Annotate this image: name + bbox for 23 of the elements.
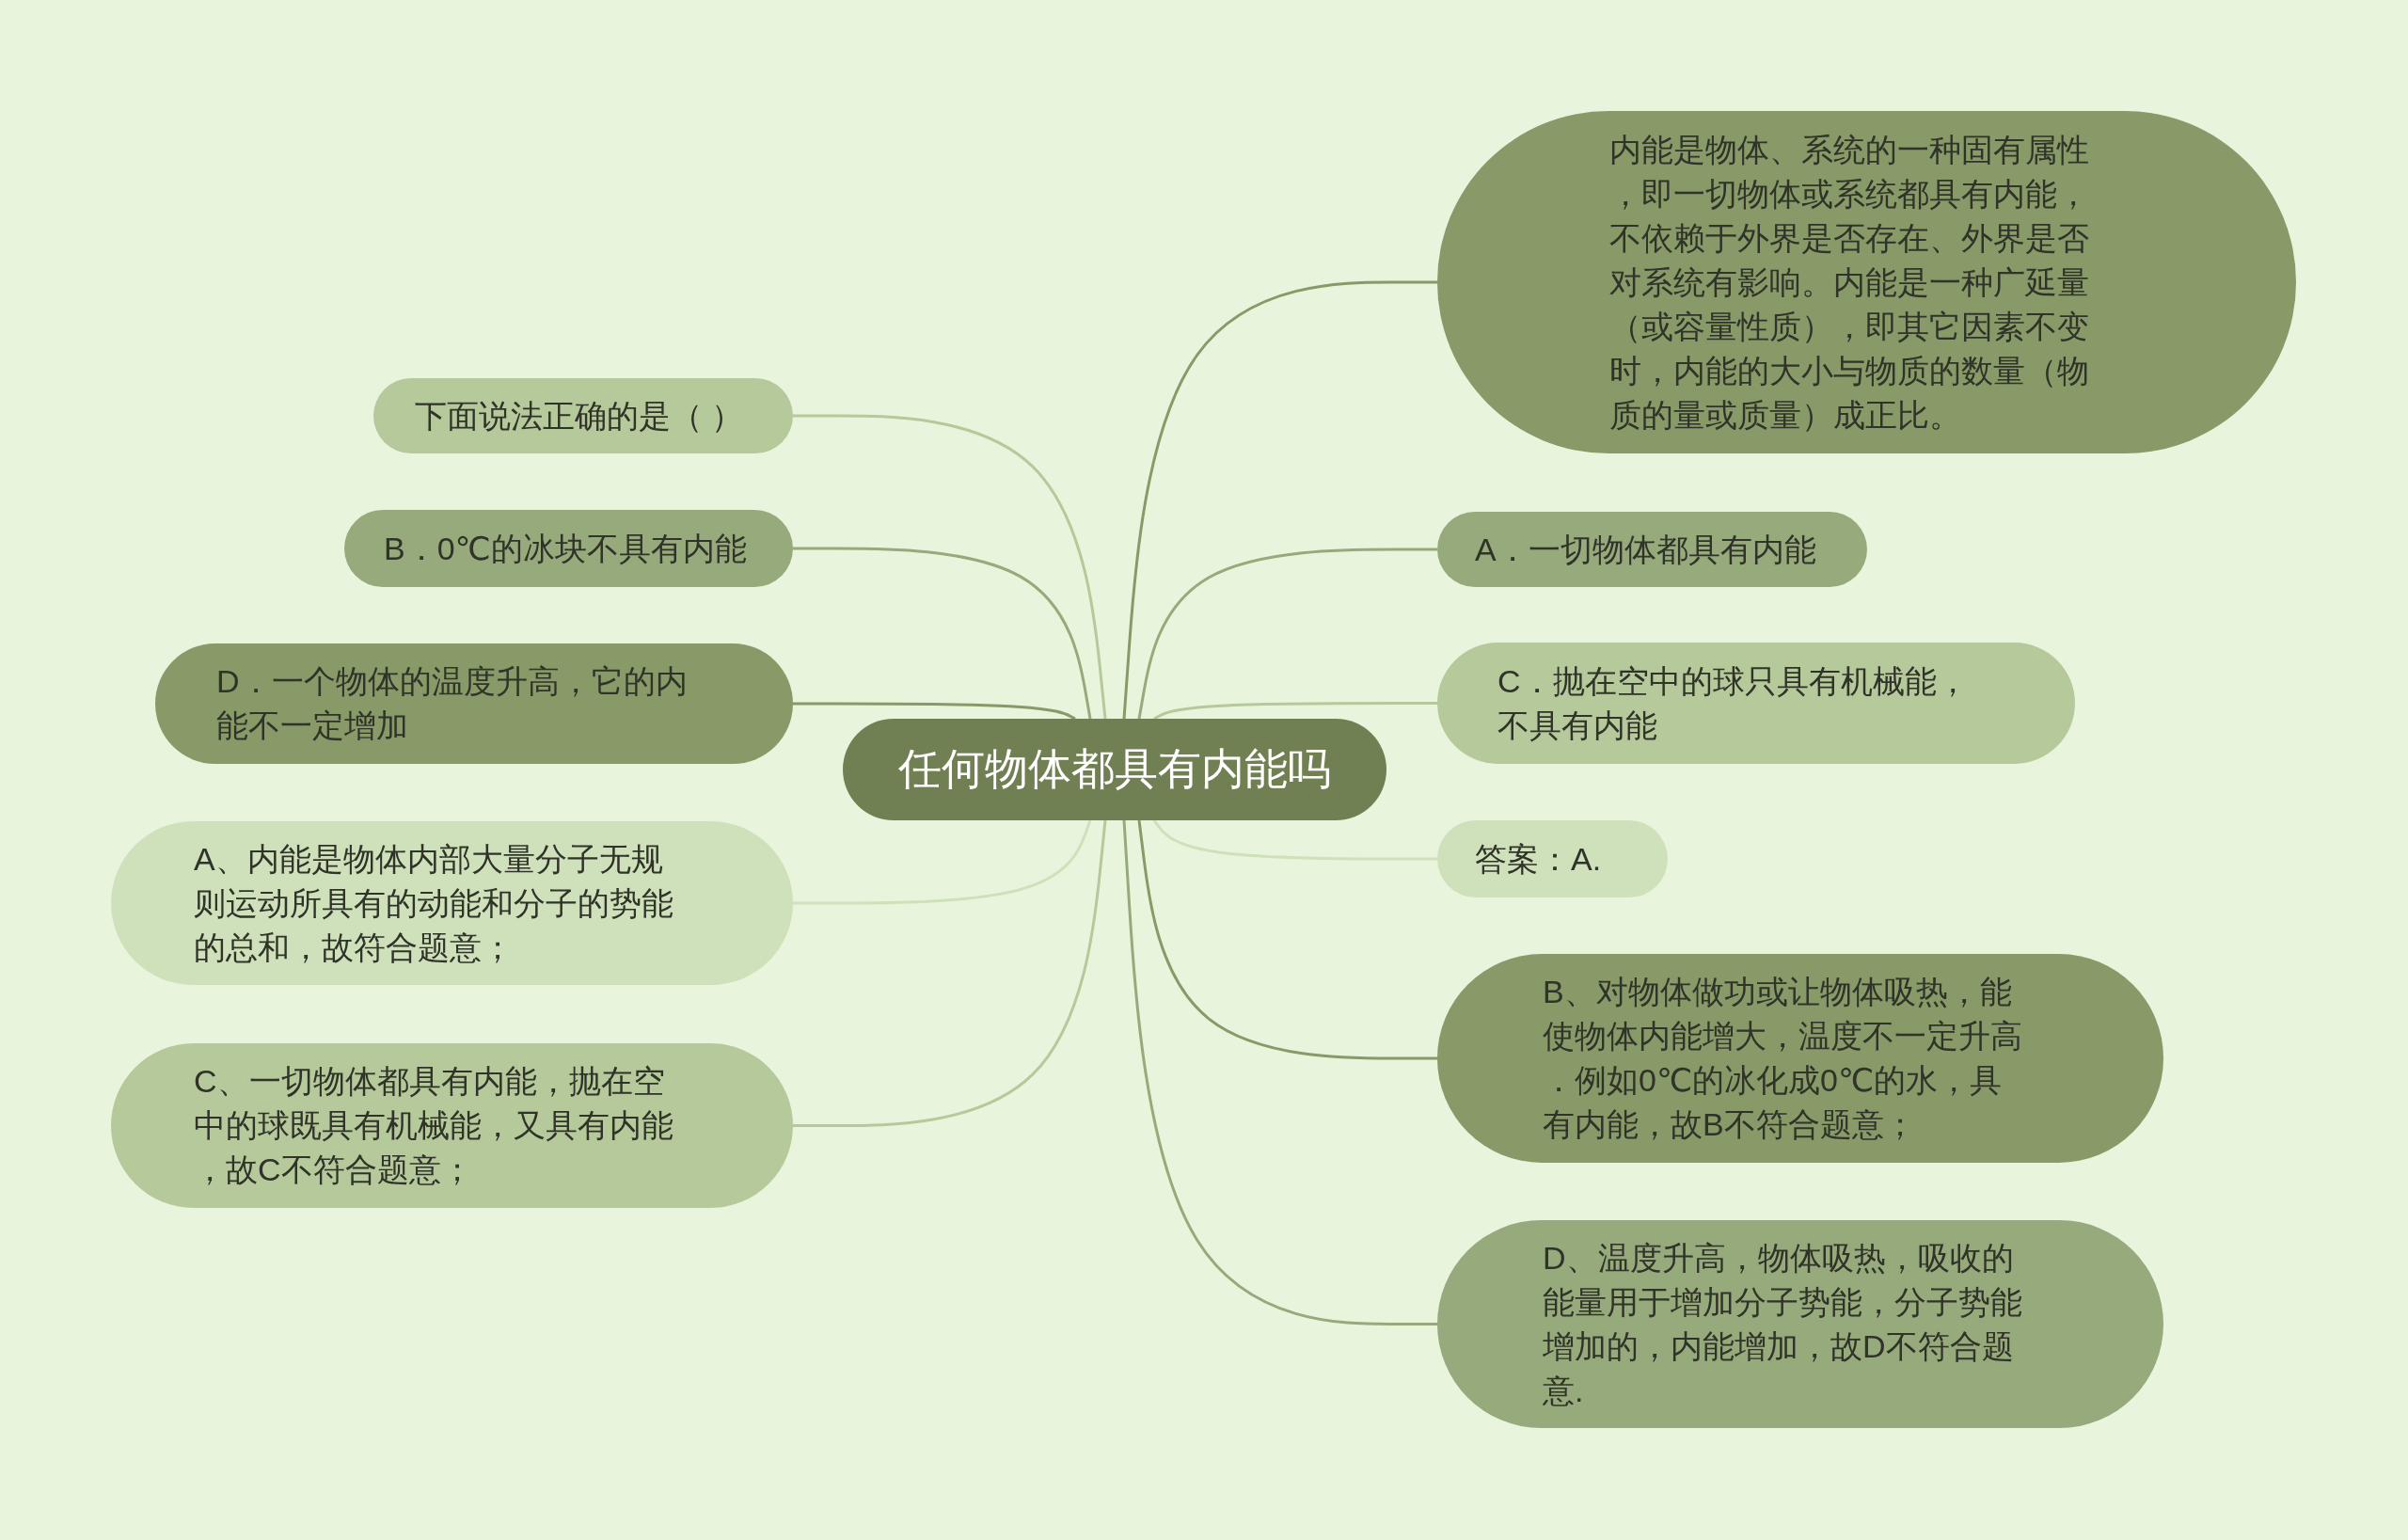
topic-text: D．一个物体的温度升高，它的内能不一定增加	[216, 662, 689, 745]
topic-text: C．抛在空中的球只具有机械能，不具有内能	[1497, 661, 1970, 745]
topic-text: B．0℃的冰块不具有内能	[384, 529, 748, 568]
branch-line	[1122, 280, 1437, 720]
branch-line	[1137, 548, 1437, 720]
branch-line	[793, 414, 1107, 720]
branch-line	[1153, 702, 1437, 721]
topic-text: A．一切物体都具有内能	[1475, 530, 1817, 569]
branch-line	[1137, 819, 1437, 1060]
branch-line	[793, 702, 1076, 721]
topic-text: C、一切物体都具有内能，抛在空中的球既具有机械能，又具有内能，故C不符合题意；	[194, 1062, 674, 1189]
topic-text: D、温度升高，物体吸热，吸收的能量用于增加分子势能，分子势能增加的，内能增加，故D不符合题意.	[1543, 1238, 2023, 1410]
topic-text: 答案：A.	[1475, 839, 1603, 879]
topic-text: A、内能是物体内部大量分子无规则运动所具有的动能和分子的势能的总和，故符合题意；	[194, 839, 674, 967]
branch-line	[793, 547, 1092, 720]
topic-text: B、对物体做功或让物体吸热，能使物体内能增大，温度不一定升高．例如0℃的冰化成0℃的水，具有内能，故B不符合题意；	[1543, 973, 2023, 1144]
branch-line	[793, 819, 1092, 905]
topic-text: 下面说法正确的是（ ）	[415, 396, 745, 436]
topic-text: 内能是物体、系统的一种固有属性，即一切物体或系统都具有内能，不依赖于外界是否存在、外界是否对系统有影响。内能是一种广延量（或容量性质），即其它因素不变时，内能的大小与物质的数量（物质的量或质量）成正比。	[1609, 130, 2090, 435]
branch-line	[1122, 819, 1437, 1326]
branch-line	[1152, 819, 1437, 861]
branch-line	[793, 819, 1107, 1127]
topic-title: 任何物体都具有内能吗	[898, 743, 1331, 796]
